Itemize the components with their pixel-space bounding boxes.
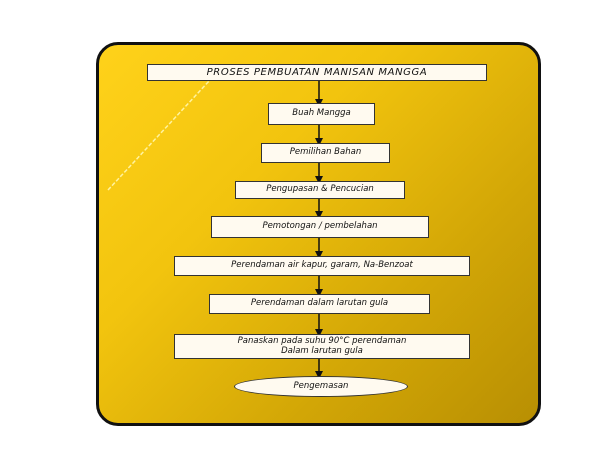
step-pemilihan-bahan: Pemilihan Bahan <box>261 143 390 163</box>
decorative-diagonal-line <box>107 79 211 191</box>
step-pengupasan-pencucian: Pengupasan & Pencucian <box>235 181 405 199</box>
step-pemotongan: Pemotongan / pembelahan <box>211 216 429 238</box>
diagram-title: PROSES PEMBUATAN MANISAN MANGGA <box>147 64 487 81</box>
step-perendaman-air-kapur: Perendaman air kapur, garam, Na-Benzoat <box>174 256 470 276</box>
step-pengemasan: Pengemasan <box>234 376 408 397</box>
step-perendaman-larutan-gula: Perendaman dalam larutan gula <box>209 294 430 314</box>
step-panaskan-90c: Panaskan pada suhu 90°C perendaman Dalam… <box>174 334 470 359</box>
step-buah-mangga: Buah Mangga <box>268 103 375 125</box>
